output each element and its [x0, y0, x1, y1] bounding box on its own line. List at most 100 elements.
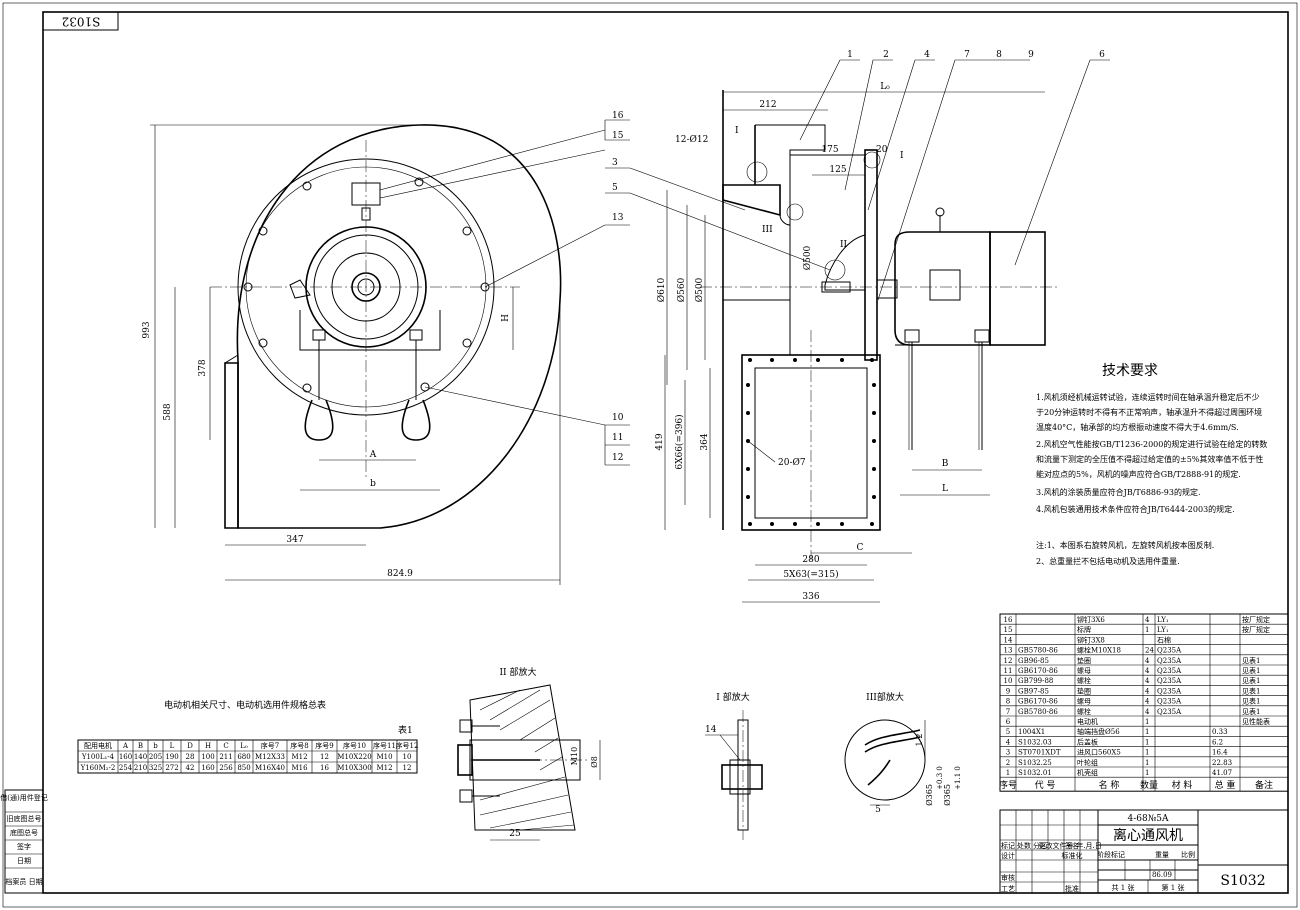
machine-name: 离心通风机 [1113, 827, 1183, 844]
bom-cell: 1 [1145, 738, 1149, 746]
motor-table-cell: 140 [134, 753, 147, 761]
bom-cell: GB5780-86 [1018, 647, 1058, 655]
mark-II: II [840, 240, 848, 250]
bom-cell: S1032.01 [1018, 769, 1052, 777]
bom-cell: Q235A [1157, 667, 1182, 675]
note-0: 注:1、本图系右旋转风机，左旋转风机按本图反制. [1036, 540, 1214, 550]
bom-header-cell: 代 号 [1035, 780, 1056, 791]
dim-20phi7: 20-Ø7 [778, 457, 806, 468]
bom-cell: 13 [1004, 647, 1013, 655]
bom-cell: S1032.25 [1018, 759, 1052, 767]
dim-5x63: 5X63(=315) [783, 569, 838, 580]
bom-cell: GB6170-86 [1018, 698, 1058, 706]
motor-table-cell: 160 [119, 753, 132, 761]
bom-cell: 进风口560X5 [1077, 749, 1121, 757]
dim-336: 336 [802, 592, 819, 602]
dim-364: 364 [700, 433, 710, 450]
tech-line-6: 3.风机的涂装质量应符合JB/T6886-93的规定. [1036, 487, 1201, 497]
motor-table-cell: 42 [186, 764, 195, 772]
bom-cell: 见表1 [1242, 656, 1260, 665]
tech-line-2: 温度40°C，轴承部的均方根振动速度不得大于4.6mm/S. [1036, 422, 1239, 432]
bom-cell: 6.2 [1212, 738, 1223, 746]
bom-cell: 螺栓M10X18 [1077, 646, 1121, 655]
motor-table-cell: M10X300 [337, 764, 371, 772]
technical-requirements: 技术要求 1.风机须经机械运转试验，连续运转时间在轴承温升稳定后不少 于20分钟… [1036, 363, 1267, 566]
sheet-number: 第 1 张 [1162, 883, 1185, 892]
bom-cell: 1 [1006, 769, 1010, 777]
callout-15: 15 [612, 131, 624, 141]
motor-table-header: 序号11 [373, 741, 396, 750]
bom-cell: 见性能表 [1242, 717, 1270, 726]
bom-cell: 螺母 [1077, 666, 1091, 675]
title-block: 4-68№5A 离心通风机 阶段标记 重量 比例 86.09 共 1 张 第 1… [999, 809, 1289, 894]
dim-C: C [857, 543, 864, 553]
bom-cell: 10 [1004, 677, 1013, 685]
motor-table-cell: 256 [219, 764, 233, 772]
tech-line-7: 4.风机包装通用技术条件应符合JB/T6444-2003的规定. [1036, 504, 1235, 514]
rev-label-2: 分区 [1033, 841, 1047, 850]
bom-header-cell: 序号 [999, 779, 1017, 791]
motor-table-cell: M16 [291, 764, 308, 772]
motor-table-cell: 10 [403, 753, 412, 761]
bom-cell: 14 [1004, 636, 1013, 644]
stage-label: 阶段标记 [1097, 850, 1125, 859]
bom-header-cell: 数量 [1140, 779, 1158, 791]
bom-cell: 轴端挡盘Ø56 [1077, 727, 1120, 736]
motor-table-header: C [223, 742, 228, 750]
weight-label: 重量 [1155, 851, 1169, 859]
flange-bolts [243, 177, 490, 393]
motor-table-cell: 254 [119, 764, 133, 772]
dim-20: 20 [876, 145, 888, 155]
motor-table-cell: M12 [291, 753, 307, 761]
bom-cell: GB799-88 [1018, 677, 1053, 685]
dim-419: 419 [655, 433, 665, 450]
strip-label-0: 借(通)用件登记 [0, 793, 47, 802]
dim-phi500: Ø500 [694, 277, 705, 302]
motor-table-cell: 16 [320, 764, 329, 772]
bom-cell: LY₁ [1157, 616, 1169, 624]
drawing-number-box: S1032 [42, 11, 119, 31]
bom-cell: 5 [1006, 728, 1010, 736]
callout-5: 5 [612, 183, 618, 193]
motor-table-header: L [170, 742, 175, 750]
detail-II-hatch [479, 689, 575, 831]
bom-cell: LY₁ [1157, 626, 1169, 634]
bom-cell: 叶轮组 [1077, 758, 1098, 767]
dim-L: L [942, 484, 948, 494]
callout-2: 2 [883, 50, 889, 60]
callout-11: 11 [612, 433, 623, 443]
design-label: 设计 [1001, 851, 1015, 860]
bom-cell: 螺栓 [1077, 707, 1091, 716]
bom-cell: GB97-85 [1018, 687, 1049, 695]
process-label: 工艺 [1001, 885, 1015, 893]
strip-label-2: 底图总号 [10, 828, 38, 837]
drawing-number-inverted: S1032 [62, 15, 101, 29]
bom-cell: 见表1 [1242, 686, 1260, 695]
bom-cell: 4 [1145, 698, 1150, 706]
motor-table-header: A [122, 742, 129, 750]
dim-phi610: Ø610 [656, 277, 667, 302]
bom-cell: 1 [1145, 759, 1149, 767]
dim-b: b [370, 479, 376, 489]
bom-cell: 后盖板 [1077, 737, 1098, 746]
bom-cell: 12 [1004, 657, 1013, 665]
bom-cell: 7 [1006, 708, 1010, 716]
callout-3: 3 [612, 158, 618, 168]
bom-cell: 垫圈 [1077, 656, 1091, 665]
dim-347: 347 [286, 535, 303, 545]
motor-table-header: 序号7 [261, 741, 279, 750]
note-1: 2、总重量拦不包括电动机及选用件重量. [1036, 556, 1180, 566]
motor-table-cell: 205 [149, 753, 162, 761]
strip-label-3: 签字 [17, 842, 31, 851]
bom-cell: 螺母 [1077, 697, 1091, 706]
front-view: 993 378 588 H A b 347 824.9 [142, 124, 562, 585]
motor-table-cell: 12 [320, 753, 329, 761]
motor-table-cell: M12X33 [255, 753, 285, 761]
bom-cell: Q235A [1157, 698, 1182, 706]
callout-14: 14 [705, 725, 717, 735]
std-label: 标准化 [1062, 851, 1083, 860]
bom-cell: 电动机 [1077, 717, 1098, 726]
callout-4: 4 [924, 50, 930, 60]
